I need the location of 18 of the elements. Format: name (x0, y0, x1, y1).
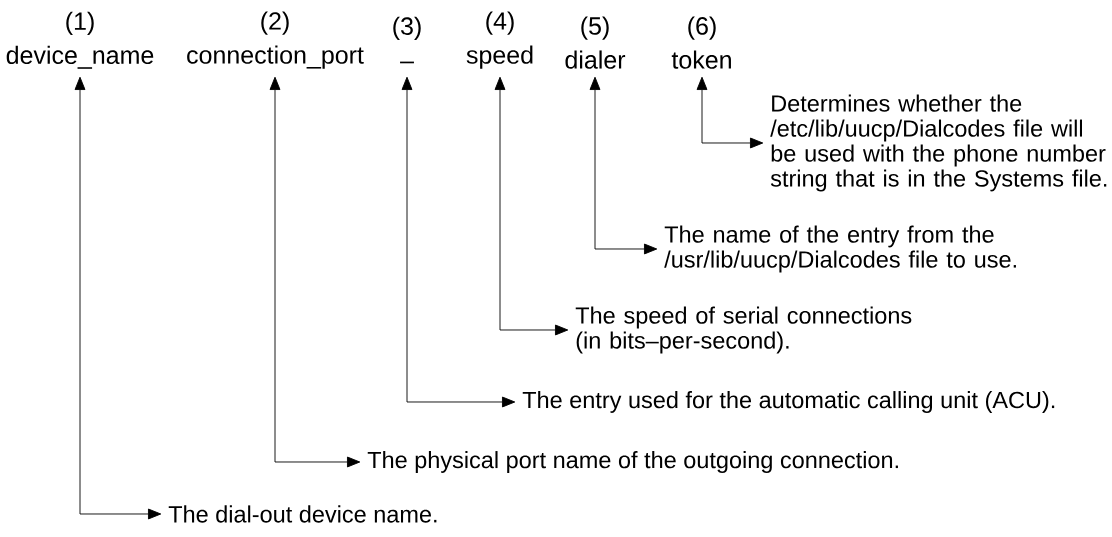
field-name: (1) device_name (6, 11, 154, 69)
arrow (696, 76, 764, 149)
arrow (494, 76, 569, 336)
field-name: (2) connection_port (187, 11, 364, 69)
description-text: The dial-out device name. (168, 505, 437, 523)
arrow (269, 76, 361, 468)
arrow (401, 76, 516, 408)
field-name: (3) – (393, 16, 421, 64)
description-text: Determines whether the /etc/lib/uucp/Dialcodes file will be used with the phone number string that is in the Systems file. (770, 94, 1107, 192)
description-text: The speed of serial connections (in bits–per-second). (575, 306, 912, 354)
description-text: The physical port name of the outgoing connection. (367, 451, 898, 473)
description-text: The name of the entry from the /usr/lib/uucp/Dialcodes file to use. (664, 225, 1016, 273)
field-name: (5) dialer (565, 16, 626, 69)
arrow (74, 76, 162, 520)
arrow (589, 76, 658, 255)
description-text: The entry used for the automatic calling unit (ACU). (522, 391, 1055, 413)
field-name: (4) speed (466, 11, 533, 69)
field-name: (6) token (671, 16, 731, 69)
